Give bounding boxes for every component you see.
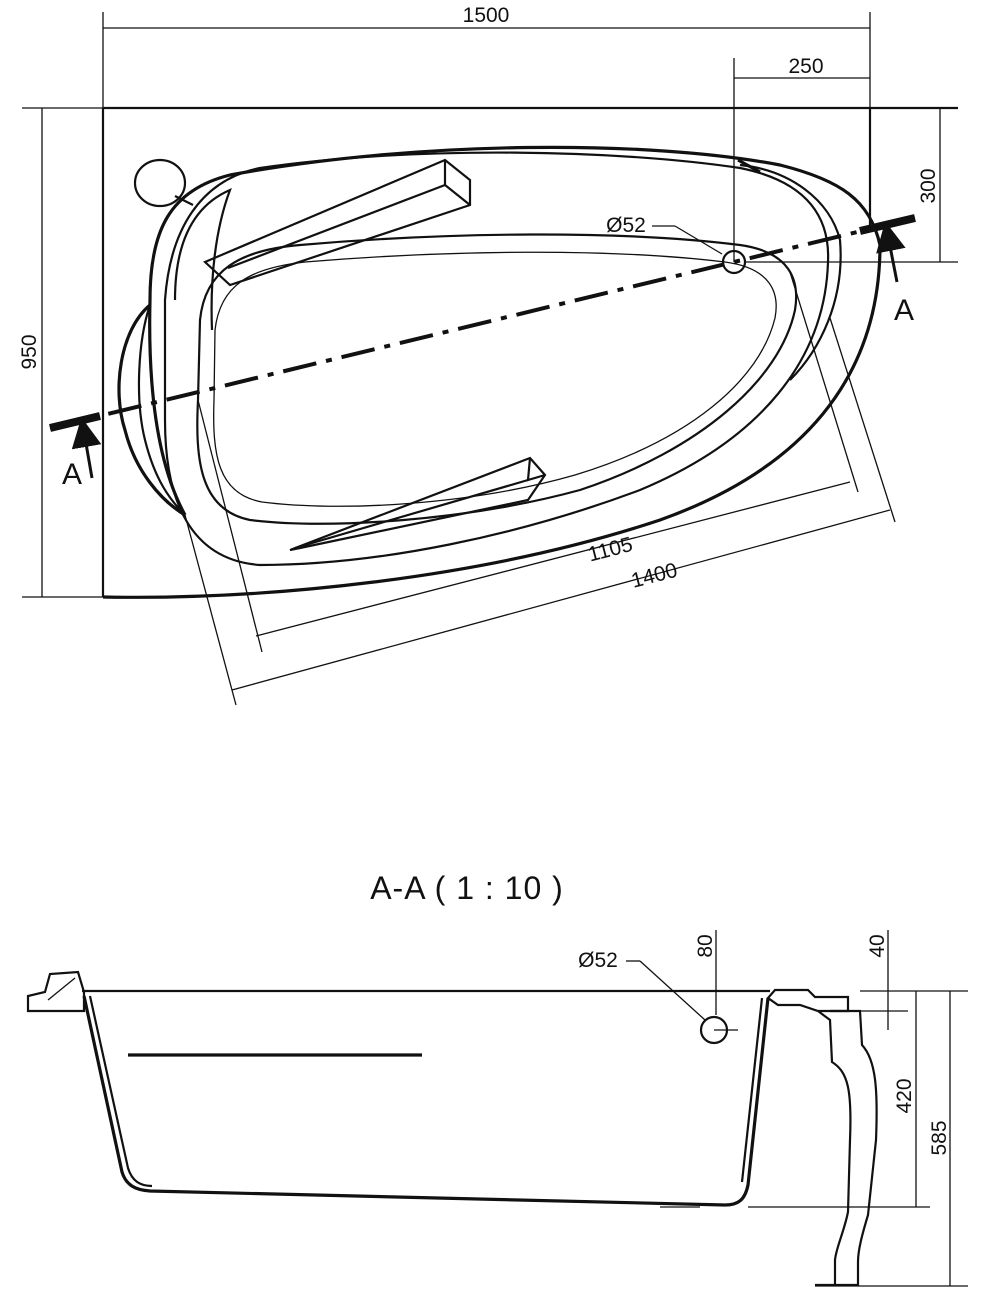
dimension-drain-height: 80 — [694, 930, 717, 1015]
dimension-outer-length: 1400 — [184, 317, 896, 706]
section-arrow-right: A — [876, 221, 914, 327]
section-arrow-left: A — [62, 417, 102, 491]
tub-outline — [102, 145, 882, 599]
plan-drain-diameter-label: Ø52 — [606, 214, 646, 237]
section-left-rim — [26, 970, 86, 1013]
section-tub-body — [82, 995, 770, 1208]
dimension-950-label: 950 — [18, 334, 41, 369]
dimension-overall-width: 1500 — [102, 4, 871, 108]
section-line-a-a — [49, 214, 916, 432]
dimension-420-label: 420 — [893, 1078, 916, 1113]
section-view: A-A ( 1 : 10 ) — [26, 870, 968, 1287]
plan-view: 1500 250 300 950 — [18, 4, 958, 706]
dimension-80-label: 80 — [694, 934, 717, 957]
dimension-rim-thickness: 40 — [848, 930, 908, 1030]
wall-outline — [101, 106, 958, 597]
dimension-300-label: 300 — [917, 168, 940, 203]
dimension-250-label: 250 — [788, 55, 823, 78]
grab-handle-bottom-icon — [289, 456, 547, 552]
dimension-40-label: 40 — [866, 934, 889, 957]
overflow-slot-icon — [737, 158, 761, 174]
dimension-total-height: 585 — [928, 991, 951, 1286]
dimension-1500-label: 1500 — [463, 4, 510, 27]
dimension-585-label: 585 — [928, 1120, 951, 1155]
dimension-tub-depth: 420 — [748, 991, 930, 1208]
section-drain-icon: Ø52 — [578, 949, 738, 1045]
section-title: A-A ( 1 : 10 ) — [370, 870, 564, 906]
dimension-drain-offset-x: 250 — [733, 55, 870, 262]
section-mark-left-label: A — [62, 458, 82, 491]
grab-handle-top-icon — [203, 158, 472, 287]
dimension-1400-label: 1400 — [629, 559, 680, 593]
dimension-drain-offset-y: 300 — [745, 108, 958, 263]
section-drain-diameter-label: Ø52 — [578, 949, 618, 972]
section-mark-right-label: A — [894, 294, 914, 327]
section-right-rim — [766, 988, 968, 1287]
dimension-inner-length: 1105 — [197, 271, 859, 653]
dimension-overall-depth: 950 — [18, 107, 103, 598]
drain-icon: Ø52 — [606, 214, 747, 275]
headrest-icon — [133, 158, 194, 208]
dimension-1105-label: 1105 — [586, 533, 635, 567]
